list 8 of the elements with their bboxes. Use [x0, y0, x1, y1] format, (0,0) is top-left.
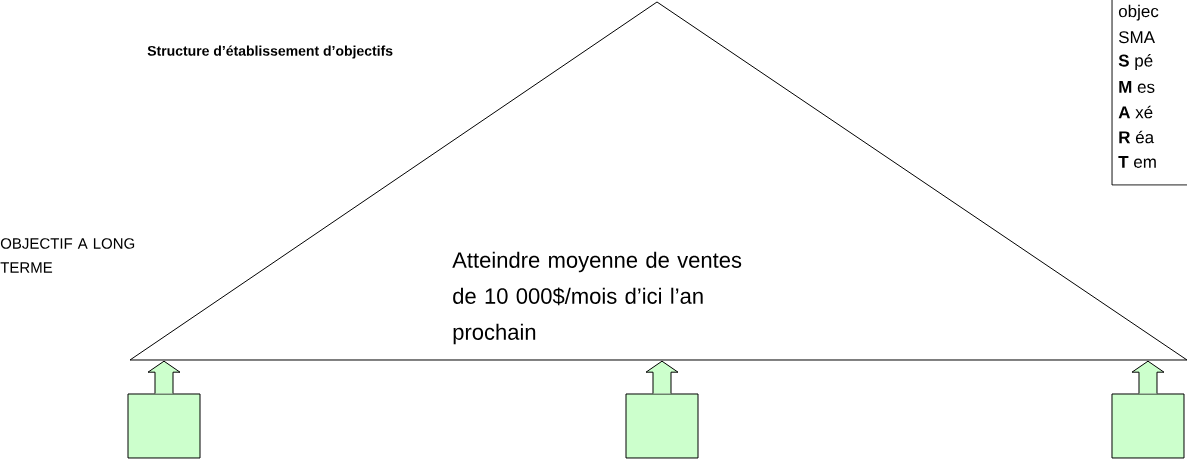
block-arrow	[645, 360, 679, 394]
block-arrow	[147, 360, 181, 394]
pillar-box	[625, 393, 699, 459]
title: Structure d’établissement d’objectifs	[147, 45, 393, 59]
pillar-box	[127, 393, 201, 459]
block-arrow	[1131, 360, 1165, 394]
note-box: objec SMA S pé M es A xé R éa T em	[1111, 0, 1187, 186]
pillar-box	[1111, 393, 1185, 459]
